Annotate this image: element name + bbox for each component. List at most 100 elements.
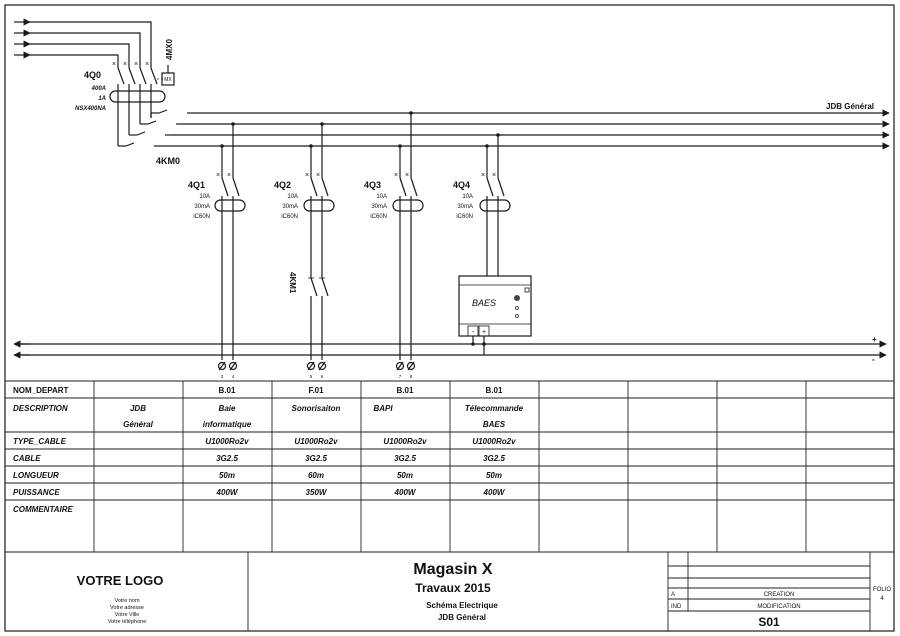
cell-desc-col1-line2: Général <box>123 420 154 429</box>
title-block-grid <box>247 552 871 631</box>
breaker-4q0-rating-1: 400A <box>91 86 106 92</box>
folio-label: FOLIO <box>873 587 891 593</box>
company-logo: VOTRE LOGO <box>77 573 164 588</box>
row-label-type-cable: TYPE_CABLE <box>13 437 67 446</box>
cell-nom-col2: B.01 <box>219 386 236 395</box>
contact-phone: Votre téléphone <box>108 619 147 625</box>
cell-desc-col4-line1: BAPI <box>373 404 393 413</box>
feeder-4q4-rating-1: 10A <box>462 194 473 200</box>
cell-desc-col2-line1: Baie <box>219 404 236 413</box>
cell-puissance-col4: 400W <box>394 488 417 497</box>
circuit-table: NOM_DEPART DESCRIPTION TYPE_CABLE CABLE … <box>5 380 894 553</box>
feeder-4q3-rating-1: 10A <box>376 194 387 200</box>
cell-desc-col3-line1: Sonorisaiton <box>292 404 341 413</box>
cell-nom-col4: B.01 <box>397 386 414 395</box>
svg-text:×: × <box>481 172 485 179</box>
terminal-label-3: 3 <box>221 374 224 379</box>
feeder-4q2-rating-2: 30mA <box>282 204 298 210</box>
bus-plus-label: + <box>872 335 877 344</box>
feeder-4q3-rating-2: 30mA <box>371 204 387 210</box>
feeder-4q4-rating-2: 30mA <box>457 204 473 210</box>
cell-cable-col3: 3G2.5 <box>305 454 327 463</box>
document-type: Schéma Electrique <box>426 601 498 610</box>
svg-text:×: × <box>492 172 496 179</box>
cell-desc-col5-line2: BAES <box>483 420 506 429</box>
project-title: Magasin X <box>413 561 492 578</box>
supply-conductors <box>30 21 152 68</box>
main-bus-label: JDB Général <box>826 102 874 111</box>
row-label-description: DESCRIPTION <box>13 404 68 413</box>
breaker-4q0-ref: 4Q0 <box>84 70 101 80</box>
feeder-4q2-rating-3: iC60N <box>281 214 298 220</box>
cell-longueur-col3: 60m <box>308 471 324 480</box>
feeder-4q2-ref: 4Q2 <box>274 180 291 190</box>
svg-text:×: × <box>134 61 138 68</box>
feeder-4q3: × × <box>392 111 424 360</box>
contact-city: Votre Ville <box>115 612 140 618</box>
row-label-puissance: PUISSANCE <box>13 488 60 497</box>
cell-desc-col2-line2: informatique <box>203 420 252 429</box>
feeder-4q2-rating-1: 10A <box>287 194 298 200</box>
feeder-4q1: × × <box>214 122 246 360</box>
contact-address: Votre adresse <box>110 605 144 611</box>
bus-minus-label: - <box>872 355 875 364</box>
row-label-longueur: LONGUEUR <box>13 471 59 480</box>
feeder-4q3-ref: 4Q3 <box>364 180 381 190</box>
feeder-4q1-rating-3: iC60N <box>193 214 210 220</box>
cell-longueur-col2: 50m <box>219 471 235 480</box>
feeder-4q1-rating-2: 30mA <box>194 204 210 210</box>
svg-text:×: × <box>405 172 409 179</box>
breaker-4q0-rating-3: NSX400NA <box>75 106 106 112</box>
cell-type-col2: U1000Ro2v <box>205 437 249 446</box>
baes-indicator-icon <box>514 295 520 301</box>
cell-puissance-col5: 400W <box>483 488 506 497</box>
terminal-blocks <box>217 361 416 371</box>
cell-type-col3: U1000Ro2v <box>294 437 338 446</box>
svg-text:×: × <box>394 172 398 179</box>
cell-puissance-col3: 350W <box>306 488 328 497</box>
revision-a-label: CREATION <box>764 592 795 598</box>
cell-longueur-col4: 50m <box>397 471 413 480</box>
feeder-4q3-rating-3: iC60N <box>370 214 387 220</box>
terminal-label-7: 7 <box>399 374 402 379</box>
cell-type-col5: U1000Ro2v <box>472 437 516 446</box>
baes-unit <box>458 275 532 355</box>
sheet-border <box>4 4 895 632</box>
contact-name: Votre nom <box>114 598 139 604</box>
svg-text:×: × <box>216 172 220 179</box>
svg-text:×: × <box>305 172 309 179</box>
svg-text:×: × <box>316 172 320 179</box>
contactor-4km1-ref: 4KM1 <box>288 272 297 294</box>
terminal-5 <box>306 361 327 371</box>
table-grid <box>5 380 894 553</box>
row-label-nom-depart: NOM_DEPART <box>13 386 69 395</box>
main-busbar <box>160 109 890 150</box>
polarity-bus <box>13 340 887 359</box>
terminal-7 <box>395 361 416 371</box>
baes-label: BAES <box>472 298 496 308</box>
supply-arrows <box>14 18 31 59</box>
cell-nom-col5: B.01 <box>486 386 503 395</box>
cell-longueur-col5: 50m <box>486 471 502 480</box>
terminal-label-8: 8 <box>410 374 413 379</box>
cell-puissance-col2: 400W <box>216 488 239 497</box>
aux-box-label: MX <box>164 77 172 83</box>
terminal-3 <box>217 361 238 371</box>
breaker-4q0-symbol: × × × × MX <box>109 61 175 118</box>
feeder-4q1-ref: 4Q1 <box>188 180 205 190</box>
terminal-label-5: 5 <box>310 374 313 379</box>
row-label-commentaire: COMMENTAIRE <box>13 505 74 514</box>
cell-type-col4: U1000Ro2v <box>383 437 427 446</box>
svg-text:×: × <box>227 172 231 179</box>
breaker-4q0-rating-2: 1A <box>98 96 106 102</box>
folio-number: 4 <box>880 596 884 602</box>
feeder-4q4-ref: 4Q4 <box>453 180 470 190</box>
feeder-4q1-rating-1: 10A <box>199 194 210 200</box>
document-name: JDB Général <box>438 613 486 622</box>
revision-ind-label: MODIFICATION <box>757 604 800 610</box>
sheet-id: S01 <box>758 615 780 629</box>
cell-cable-col2: 3G2.5 <box>216 454 238 463</box>
cell-desc-col1-line1: JDB <box>130 404 146 413</box>
revision-ind-index: IND <box>671 604 682 610</box>
